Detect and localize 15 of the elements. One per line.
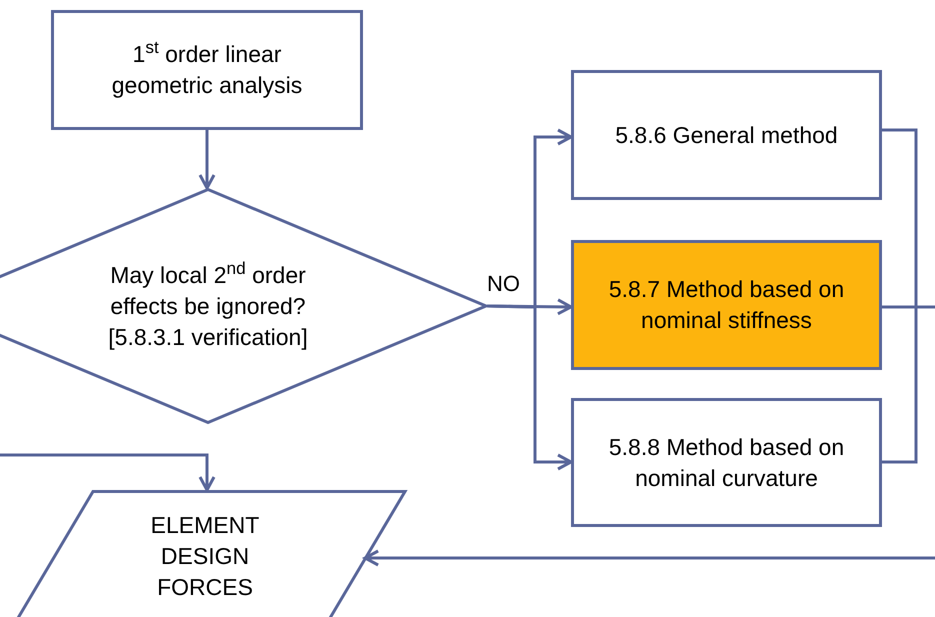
node-text: 5.8.7 Method based on nominal stiffness: [608, 275, 846, 335]
connector-arrow: [198, 130, 216, 190]
process-box: [571, 398, 882, 527]
connector-arrow: [0, 454, 216, 492]
node-text: 5.8.6 General method: [615, 121, 838, 150]
process-box: [571, 240, 882, 370]
connector-arrow: [364, 550, 935, 566]
node-text: 1$^{st}$ order linear geometric analysis: [110, 39, 304, 100]
node-text: May local 2$^{nd}$ order effects be ignored? [5.8.3.1 verification]: [107, 260, 309, 352]
node-text: ELEMENT DESIGN FORCES: [150, 511, 260, 602]
process-box: [571, 70, 882, 200]
decision-diamond: [0, 188, 487, 424]
node-text: 5.8.8 Method based on nominal curvature: [608, 432, 846, 492]
connector-arrow: [486, 304, 572, 470]
process-box: [51, 10, 363, 130]
